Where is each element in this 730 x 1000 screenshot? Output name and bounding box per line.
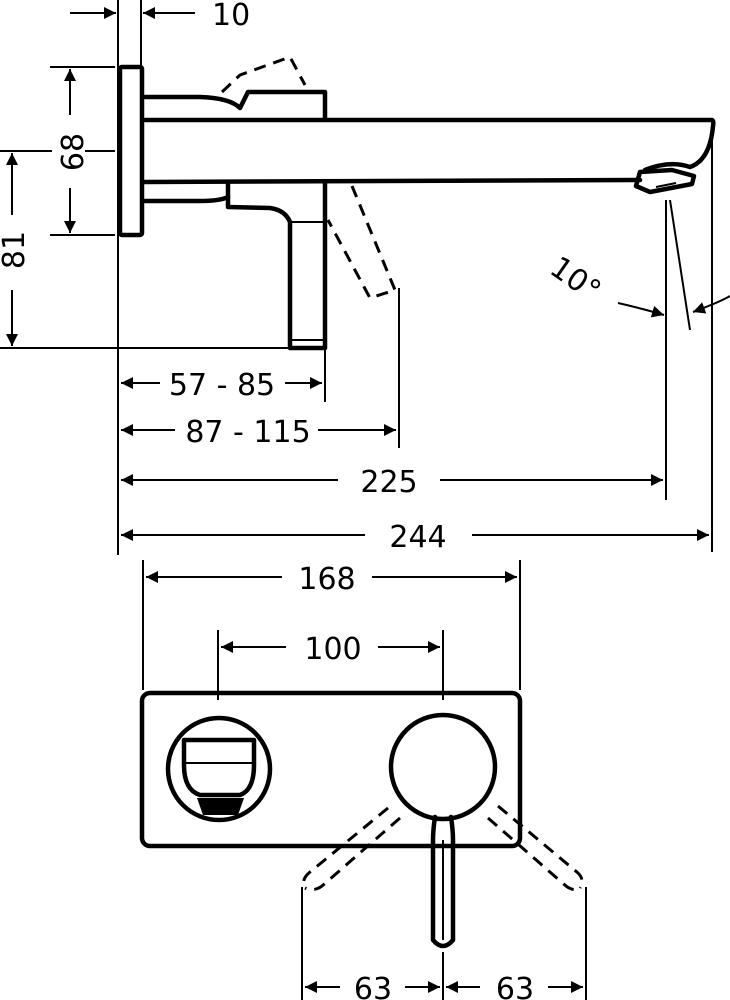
outlet-angle-line [669,199,691,331]
front-view: 168 100 63 63 [139,560,587,1000]
lever-alt-left-outer [302,806,389,889]
lever-handle-front [430,814,456,949]
lever-top-body [142,89,328,121]
dim-spout-height: 81 [0,231,32,269]
dim-plate-thickness: 10 [212,0,250,33]
dim-centre-distance: 100 [304,632,361,667]
dim-lever-projection: 57 - 85 [169,368,275,403]
dim-lever-swing-right: 63 [496,972,534,1000]
spout-top [142,117,716,173]
spout-outlet-circle [165,715,273,823]
aerator-slot [655,182,677,188]
lever-alt-right-outer [497,804,584,889]
dim-lever-projection-swivel: 87 - 115 [185,415,310,450]
dim-spout-outlet: 225 [360,465,417,500]
spout-bottom [142,177,643,185]
lever-knob-circle [388,712,498,822]
front-wall-plate [139,690,523,849]
aerator [633,167,697,195]
angle-arrow-right [692,295,730,314]
dim-total-projection: 244 [389,520,446,555]
side-view: 10 68 81 10° 57 - 85 87 - 115 [0,0,730,555]
lever-alt-left-inner [304,816,401,892]
spout-outlet-face [181,737,257,798]
lever-alt-right-inner [487,816,581,892]
body-lower [142,179,231,204]
dim-lever-swing-left: 63 [354,972,392,1000]
dim-plate-width: 168 [298,562,355,597]
lever-alt-bottom-dashed [326,185,398,300]
angle-arrow-left [617,302,665,318]
aerator-front [197,798,244,815]
dim-outlet-angle: 10° [543,250,607,309]
lever-handle-side [225,179,328,351]
wall-plate [117,64,145,238]
lever-alt-top-dashed [220,55,307,94]
